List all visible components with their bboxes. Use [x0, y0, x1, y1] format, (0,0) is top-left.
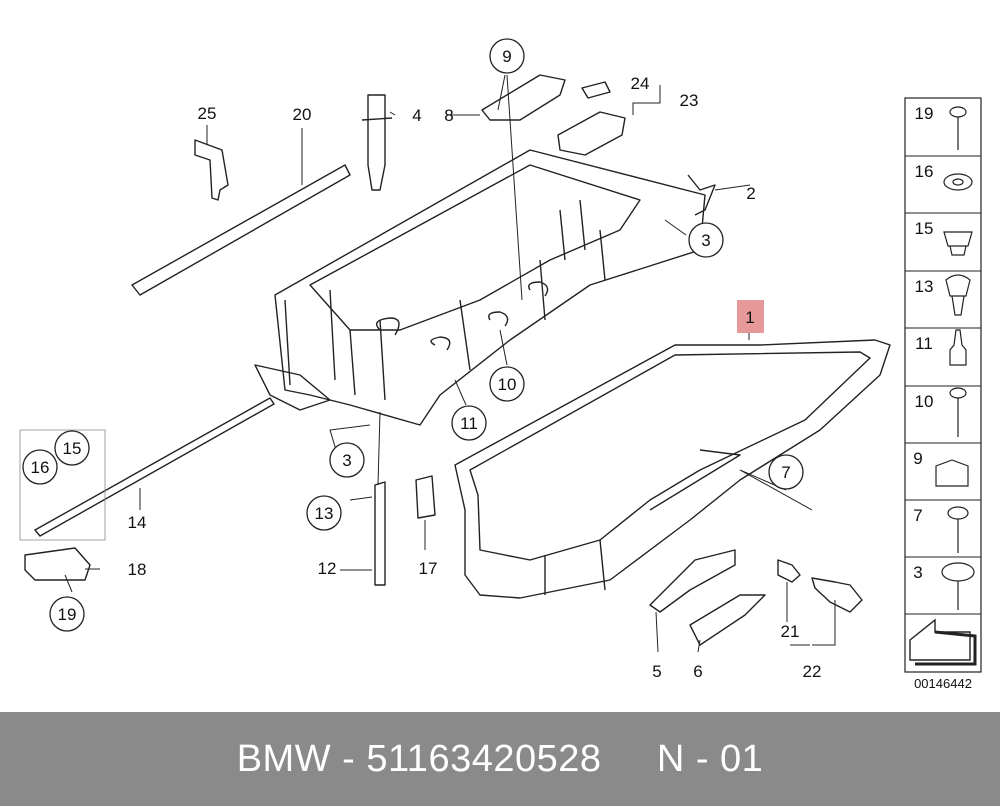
callout-3-bottom: 3 — [342, 451, 351, 470]
rod-14-drawing — [34, 397, 275, 537]
latch-23-drawing — [557, 111, 626, 156]
label-14: 14 — [128, 513, 147, 532]
label-25: 25 — [198, 104, 217, 123]
fastener-legend — [904, 97, 982, 673]
part-number-footer: BMW - 51163420528 N - 01 — [0, 712, 1000, 806]
callout-19: 19 — [58, 605, 77, 624]
legend-11: 11 — [915, 334, 933, 353]
footer-separator: - — [331, 737, 367, 780]
key-22-drawing — [811, 577, 863, 613]
diagram-reference-number: 00146442 — [914, 676, 972, 691]
parts-diagram: 9 3 10 11 3 15 16 13 19 7 25 20 4 8 24 2… — [19, 38, 982, 691]
part-1-highlight — [737, 300, 764, 333]
legend-15: 15 — [915, 219, 934, 238]
label-23: 23 — [680, 91, 699, 110]
callout-10: 10 — [498, 375, 517, 394]
plate-8-drawing — [481, 74, 566, 121]
rail-20-drawing — [131, 164, 351, 296]
legend-10: 10 — [915, 392, 934, 411]
legend-16: 16 — [915, 162, 934, 181]
label-12: 12 — [318, 559, 337, 578]
footer-part-number: 51163420528 — [366, 737, 602, 780]
clip-18-drawing — [24, 547, 91, 581]
callout-3-top: 3 — [701, 231, 710, 250]
label-4: 4 — [412, 106, 421, 125]
legend-13: 13 — [915, 277, 934, 296]
legend-19: 19 — [915, 104, 934, 123]
glovebox-lid-drawing — [454, 339, 891, 599]
callout-15: 15 — [63, 439, 82, 458]
label-17: 17 — [419, 559, 438, 578]
bracket-25-drawing — [194, 139, 229, 201]
lock-21-drawing — [777, 559, 801, 583]
handle-5-drawing — [649, 549, 736, 613]
pin-24-drawing — [581, 81, 611, 99]
callout-16: 16 — [31, 458, 50, 477]
footer-page: N - 01 — [656, 737, 764, 780]
callout-7: 7 — [781, 463, 790, 482]
glovebox-housing-drawing — [254, 149, 716, 426]
label-22: 22 — [803, 662, 822, 681]
label-6: 6 — [693, 662, 702, 681]
label-20: 20 — [293, 105, 312, 124]
label-24: 24 — [631, 74, 650, 93]
callout-13: 13 — [315, 504, 334, 523]
label-8: 8 — [444, 106, 453, 125]
label-18: 18 — [128, 560, 147, 579]
arm-12-drawing — [374, 481, 386, 586]
direction-arrow-icon — [909, 618, 971, 661]
label-21: 21 — [781, 622, 800, 641]
legend-9: 9 — [913, 449, 922, 468]
legend-3: 3 — [913, 563, 922, 582]
label-2: 2 — [746, 184, 755, 203]
callout-11: 11 — [460, 414, 478, 433]
footer-gap — [602, 738, 657, 781]
label-5: 5 — [652, 662, 661, 681]
callout-9: 9 — [502, 47, 511, 66]
cover-17-drawing — [415, 475, 436, 519]
damper-4-drawing — [361, 94, 393, 191]
label-1: 1 — [745, 308, 754, 327]
handle-6-drawing — [689, 594, 766, 646]
footer-brand: BMW — [236, 737, 332, 780]
legend-7: 7 — [913, 506, 922, 525]
